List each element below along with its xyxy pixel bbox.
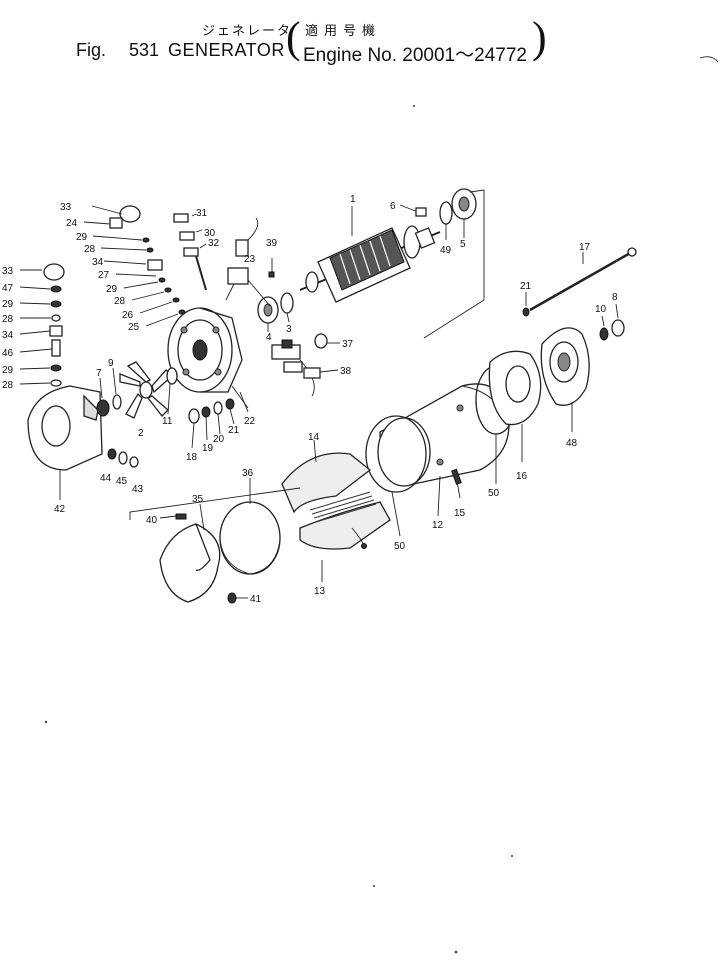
cover-band-35 — [159, 523, 221, 603]
callout-29-b: 29 — [106, 284, 118, 295]
callout-15: 15 — [454, 508, 466, 519]
callout-28-d: 28 — [2, 380, 14, 391]
title-japanese: ジェネレータ — [202, 23, 293, 38]
bearing-5 — [451, 188, 477, 220]
end-frame — [167, 307, 243, 393]
callout-8: 8 — [612, 292, 618, 303]
callout-34-b: 34 — [2, 330, 14, 341]
cover-band-36 — [219, 501, 281, 575]
callout-26: 26 — [122, 310, 134, 321]
bracket-48 — [540, 327, 590, 406]
pulley-42 — [27, 385, 103, 471]
callout-19: 19 — [202, 443, 214, 454]
callout-23: 23 — [244, 254, 256, 265]
callout-47: 47 — [2, 283, 14, 294]
callout-17: 17 — [579, 242, 591, 253]
callout-29-c: 29 — [2, 299, 14, 310]
callout-16: 16 — [516, 471, 528, 482]
callout-21-b: 21 — [520, 281, 532, 292]
engine-range: Engine No. 20001～24772 — [303, 45, 527, 66]
callout-31: 31 — [196, 208, 208, 219]
callout-41: 41 — [250, 594, 262, 605]
callout-40: 40 — [146, 515, 158, 526]
callout-6: 6 — [390, 201, 396, 212]
callout-30: 30 — [204, 228, 216, 239]
callout-32: 32 — [208, 238, 220, 249]
callout-28-a: 28 — [84, 244, 96, 255]
callout-50-b: 50 — [394, 541, 406, 552]
callout-34-a: 34 — [92, 257, 104, 268]
callout-13: 13 — [314, 586, 326, 597]
brush-23 — [227, 217, 259, 285]
callout-9: 9 — [108, 358, 114, 369]
open-bracket: ( — [286, 13, 301, 62]
terminal-stack-upper — [109, 205, 207, 315]
callout-29-a: 29 — [76, 232, 88, 243]
callout-33-a: 33 — [60, 202, 72, 213]
callout-14: 14 — [308, 432, 320, 443]
callout-42: 42 — [54, 504, 66, 515]
yoke-housing — [377, 383, 510, 487]
washer-49 — [439, 201, 453, 225]
callout-25: 25 — [128, 322, 140, 333]
figure-number: 531 — [129, 40, 160, 60]
callout-7: 7 — [96, 368, 102, 379]
callout-35: 35 — [192, 494, 204, 505]
callout-36: 36 — [242, 468, 254, 479]
callout-22: 22 — [244, 416, 256, 427]
o-ring-50 — [365, 415, 427, 493]
field-coils — [281, 452, 391, 550]
callout-21-a: 21 — [228, 425, 240, 436]
armature — [299, 225, 441, 303]
callout-12: 12 — [432, 520, 444, 531]
washer-3 — [280, 292, 294, 314]
callout-49: 49 — [440, 245, 452, 256]
callout-50-a: 50 — [488, 488, 500, 499]
callout-1: 1 — [350, 194, 356, 205]
callout-37: 37 — [342, 339, 354, 350]
callout-2: 2 — [138, 428, 144, 439]
callout-45: 45 — [116, 476, 128, 487]
callout-28-c: 28 — [2, 314, 14, 325]
callout-10: 10 — [595, 304, 607, 315]
callout-38: 38 — [340, 366, 352, 377]
terminal-stack-left — [43, 263, 65, 387]
callout-27: 27 — [98, 270, 110, 281]
washer-9 — [112, 394, 122, 410]
callout-43: 43 — [132, 484, 144, 495]
callout-24: 24 — [66, 218, 78, 229]
callout-28-b: 28 — [114, 296, 126, 307]
bearing-4 — [257, 296, 279, 324]
callout-18: 18 — [186, 452, 198, 463]
fan-2 — [119, 361, 173, 419]
figure-title: GENERATOR — [168, 40, 285, 60]
callout-5: 5 — [460, 239, 466, 250]
callout-20: 20 — [213, 434, 225, 445]
figure-label: Fig. — [76, 40, 107, 60]
callout-29-d: 29 — [2, 365, 14, 376]
applicability-japanese: 適用号機 — [305, 23, 382, 38]
callout-39: 39 — [266, 238, 278, 249]
nut-7 — [96, 399, 110, 417]
close-bracket: ) — [532, 13, 547, 62]
brush-holder — [271, 333, 328, 397]
callout-44: 44 — [100, 473, 112, 484]
callout-4: 4 — [266, 332, 272, 343]
end-cover-16 — [488, 350, 542, 426]
callout-11: 11 — [162, 416, 173, 427]
callout-46: 46 — [2, 348, 14, 359]
callout-33-b: 33 — [2, 266, 14, 277]
callout-48: 48 — [566, 438, 578, 449]
callout-3: 3 — [286, 324, 292, 335]
